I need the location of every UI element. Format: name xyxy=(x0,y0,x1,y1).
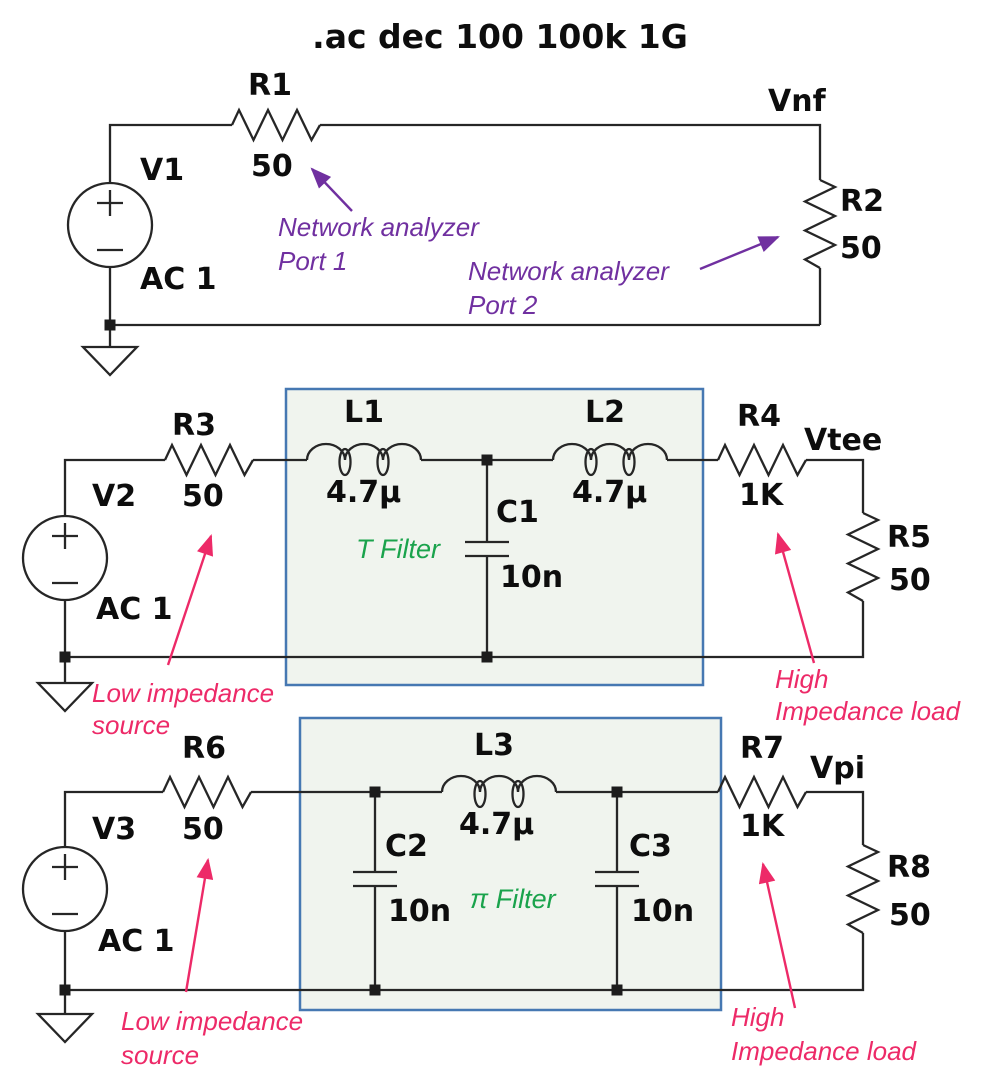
c3-value-label: 10n xyxy=(631,894,695,929)
r3-ref-label: R3 xyxy=(172,408,216,443)
annotation-arrows xyxy=(166,167,816,1009)
junction-dot xyxy=(59,984,71,996)
voltage-source-v3 xyxy=(21,845,109,933)
tee-load-arrow xyxy=(774,531,816,664)
junction-dot xyxy=(369,984,381,996)
ground-symbol xyxy=(36,681,94,713)
port2-note-line1: Network analyzer xyxy=(468,256,669,286)
v3-ref-label: V3 xyxy=(92,812,137,847)
l1-value-label: 4.7µ xyxy=(326,475,402,510)
na-circuit xyxy=(66,108,837,377)
capacitor-c1 xyxy=(465,460,509,657)
r6-value-label: 50 xyxy=(182,812,224,847)
ground-symbol xyxy=(36,1012,94,1044)
resistor-r2 xyxy=(803,178,837,270)
pi-source-note-line1: Low impedance xyxy=(121,1006,304,1036)
spice-directive: .ac dec 100 100k 1G xyxy=(312,17,688,56)
pi-load-note-line1: High xyxy=(731,1002,785,1032)
r6-ref-label: R6 xyxy=(182,731,226,766)
capacitor-c3 xyxy=(595,792,639,990)
capacitor-c2 xyxy=(353,792,397,990)
ground-symbol xyxy=(81,345,139,377)
r2-ref-label: R2 xyxy=(840,184,884,219)
junction-dot xyxy=(369,786,381,798)
node-label-vpi: Vpi xyxy=(810,751,865,786)
voltage-source-v2 xyxy=(21,514,109,602)
r5-ref-label: R5 xyxy=(887,520,931,555)
tee-load-note-line2: Impedance load xyxy=(775,696,961,726)
c2-ref-label: C2 xyxy=(385,829,428,864)
r8-ref-label: R8 xyxy=(887,850,931,885)
c1-ref-label: C1 xyxy=(496,495,539,530)
l2-value-label: 4.7µ xyxy=(572,475,648,510)
pi-circuit xyxy=(21,774,880,1044)
resistor-r4 xyxy=(716,443,808,477)
tee-source-note-line2: source xyxy=(92,710,171,740)
l3-value-label: 4.7µ xyxy=(459,807,535,842)
resistor-r6 xyxy=(161,775,253,809)
resistor-r8 xyxy=(846,843,880,935)
pi-source-note-line2: source xyxy=(121,1040,200,1070)
resistor-r5 xyxy=(846,511,880,603)
v1-value-label: AC 1 xyxy=(140,262,217,297)
tee-source-arrow xyxy=(166,534,213,666)
na-wires xyxy=(108,123,822,347)
c2-value-label: 10n xyxy=(388,894,452,929)
v2-ref-label: V2 xyxy=(92,479,137,514)
port2-note-line2: Port 2 xyxy=(468,290,538,320)
voltage-source-v1 xyxy=(66,181,154,269)
pi-filter-label: π Filter xyxy=(470,884,556,914)
r3-value-label: 50 xyxy=(182,479,224,514)
v3-value-label: AC 1 xyxy=(98,924,175,959)
pi-wires xyxy=(63,790,865,1014)
l3-ref-label: L3 xyxy=(474,728,514,763)
r5-value-label: 50 xyxy=(889,563,931,598)
port2-arrow xyxy=(699,235,780,271)
junction-dot xyxy=(611,984,623,996)
pi-source-arrow xyxy=(184,857,214,993)
pi-load-note-line2: Impedance load xyxy=(731,1036,917,1066)
junction-dot xyxy=(611,786,623,798)
pi-filter-box xyxy=(298,716,723,1012)
c1-value-label: 10n xyxy=(500,560,564,595)
r8-value-label: 50 xyxy=(889,898,931,933)
node-label-vnf: Vnf xyxy=(768,84,826,119)
junction-dot xyxy=(104,319,116,331)
junction-dot xyxy=(59,651,71,663)
l1-ref-label: L1 xyxy=(344,395,384,430)
t-filter-label: T Filter xyxy=(356,534,440,564)
tee-load-note-line1: High xyxy=(775,664,829,694)
r4-value-label: 1K xyxy=(739,478,784,513)
t-filter-box xyxy=(284,387,705,687)
resistor-r3 xyxy=(163,443,255,477)
resistor-r1 xyxy=(230,108,322,142)
r1-value-label: 50 xyxy=(251,149,293,184)
v2-value-label: AC 1 xyxy=(96,592,173,627)
r2-value-label: 50 xyxy=(840,231,882,266)
node-label-vtee: Vtee xyxy=(804,423,883,458)
r1-ref-label: R1 xyxy=(248,68,292,103)
tee-source-note-line1: Low impedance xyxy=(92,678,275,708)
junction-dot xyxy=(481,454,493,466)
junction-dot xyxy=(481,651,493,663)
pi-load-arrow xyxy=(758,861,797,1009)
port1-note-line1: Network analyzer xyxy=(278,212,479,242)
r4-ref-label: R4 xyxy=(737,399,781,434)
r7-ref-label: R7 xyxy=(740,731,784,766)
resistor-r7 xyxy=(716,775,808,809)
port1-note-line2: Port 1 xyxy=(278,246,348,276)
port1-arrow xyxy=(310,167,353,212)
v1-ref-label: V1 xyxy=(140,153,185,188)
l2-ref-label: L2 xyxy=(585,395,625,430)
r7-value-label: 1K xyxy=(740,809,785,844)
c3-ref-label: C3 xyxy=(629,829,672,864)
